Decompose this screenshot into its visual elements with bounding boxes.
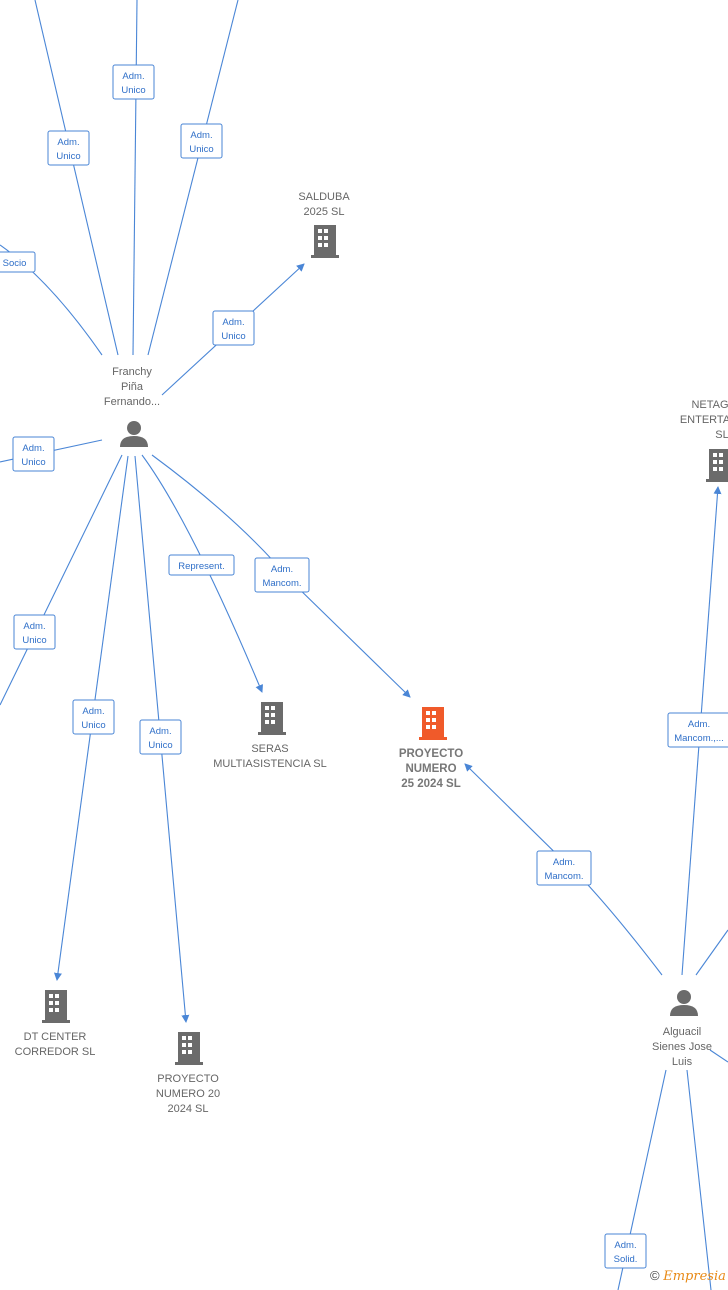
svg-text:Alguacil: Alguacil [663,1026,702,1038]
edge-right-low [709,1049,728,1063]
edge-labels: Adm. Unico Adm. Unico Adm. Unico Socio A… [0,64,728,1269]
svg-text:Unico: Unico [22,635,46,646]
company-node-proyecto25[interactable]: PROYECTO NUMERO 25 2024 SL [399,707,463,790]
svg-text:Adm.: Adm. [271,564,293,575]
brand-initial: E [663,1269,673,1284]
person-node-franchy[interactable]: Franchy Piña Fernando... [104,366,160,447]
svg-text:Adm.: Adm. [23,621,45,632]
svg-text:Adm.: Adm. [614,1240,636,1251]
edge-top-center [132,0,138,356]
svg-text:Adm.: Adm. [149,726,171,737]
svg-text:Unico: Unico [189,144,213,155]
person-node-alguacil[interactable]: Alguacil Sienes Jose Luis [652,990,712,1068]
svg-text:SERAS: SERAS [251,743,288,755]
svg-text:PROYECTO: PROYECTO [399,748,463,760]
building-icon [42,990,70,1023]
edge-label[interactable]: Socio [0,251,36,273]
edge-to-proyecto25-alguacil [464,763,663,976]
edge-bottom-right [686,1069,712,1290]
building-icon [175,1032,203,1065]
svg-text:SL: SL [715,429,728,441]
svg-text:Luis: Luis [672,1056,693,1068]
svg-text:Adm.: Adm. [57,137,79,148]
building-icon [419,707,447,740]
edge-label[interactable]: Adm. Mancom. [254,557,310,593]
svg-text:Solid.: Solid. [614,1254,638,1265]
edge-right-out [695,929,728,976]
svg-text:NUMERO 20: NUMERO 20 [156,1088,220,1100]
edge-to-seras [141,454,263,693]
edge-label[interactable]: Adm. Unico [72,699,115,735]
svg-text:Adm.: Adm. [22,443,44,454]
building-icon [258,702,286,735]
svg-text:Adm.: Adm. [190,130,212,141]
svg-text:NUMERO: NUMERO [405,763,456,775]
svg-text:Adm.: Adm. [553,857,575,868]
brand-name: mpresia [672,1269,726,1284]
svg-text:2024 SL: 2024 SL [168,1103,209,1115]
edge-label[interactable]: Adm. Unico [13,614,56,650]
svg-text:Piña: Piña [121,381,144,393]
company-node-seras[interactable]: SERAS MULTIASISTENCIA SL [213,702,327,770]
svg-text:Sienes Jose: Sienes Jose [652,1041,712,1053]
svg-text:Unico: Unico [21,457,45,468]
svg-text:Unico: Unico [56,151,80,162]
copyright-symbol: © [650,1268,660,1283]
person-icon [120,421,148,447]
edge-label[interactable]: Adm. Unico [112,64,155,100]
svg-text:Represent.: Represent. [178,561,224,572]
edge-label[interactable]: Represent. [168,554,235,576]
svg-text:NETAG: NETAG [691,399,728,411]
svg-text:Franchy: Franchy [112,366,152,378]
company-node-dtcenter[interactable]: DT CENTER CORREDOR SL [15,990,96,1058]
svg-text:Unico: Unico [221,331,245,342]
person-icon [670,990,698,1016]
edge-label[interactable]: Adm. Unico [47,130,90,166]
svg-text:PROYECTO: PROYECTO [157,1073,219,1085]
svg-text:Adm.: Adm. [82,706,104,717]
company-node-proyecto20[interactable]: PROYECTO NUMERO 20 2024 SL [156,1032,220,1115]
svg-text:SALDUBA: SALDUBA [298,191,350,203]
svg-text:Socio: Socio [3,258,27,269]
brand-watermark: © Empresia [650,1268,726,1284]
svg-text:2025 SL: 2025 SL [304,206,345,218]
edge-top-left [34,0,119,356]
svg-text:Fernando...: Fernando... [104,396,160,408]
edge-label[interactable]: Adm. Unico [12,436,55,472]
svg-text:CORREDOR SL: CORREDOR SL [15,1046,96,1058]
svg-text:Mancom.: Mancom. [262,578,301,589]
company-node-netag[interactable]: NETAG ENTERTA SL [680,399,728,482]
svg-text:Mancom.,...: Mancom.,... [674,733,724,744]
svg-text:Adm.: Adm. [122,71,144,82]
edge-label[interactable]: Adm. Solid. [604,1233,647,1269]
svg-text:Unico: Unico [148,740,172,751]
edge-label[interactable]: Adm. Unico [139,719,182,755]
edge-label[interactable]: Adm. Mancom. [536,850,592,886]
svg-text:25 2024 SL: 25 2024 SL [401,778,460,790]
svg-text:Adm.: Adm. [688,719,710,730]
svg-text:Adm.: Adm. [222,317,244,328]
edge-label[interactable]: Adm. Unico [180,123,223,159]
edge-label[interactable]: Adm. Unico [212,310,255,346]
nodes: Franchy Piña Fernando... Alguacil Sienes… [15,191,728,1115]
edge-top-right [147,0,239,356]
edge-label[interactable]: Adm. Mancom.,... [667,712,728,748]
building-icon [311,225,339,258]
svg-text:Mancom.: Mancom. [544,871,583,882]
svg-text:ENTERTA: ENTERTA [680,414,728,426]
company-node-salduba[interactable]: SALDUBA 2025 SL [298,191,350,258]
svg-text:DT CENTER: DT CENTER [24,1031,87,1043]
edge-left-lower [0,454,123,706]
svg-text:Unico: Unico [81,720,105,731]
building-icon [706,449,728,482]
svg-text:MULTIASISTENCIA SL: MULTIASISTENCIA SL [213,758,327,770]
svg-text:Unico: Unico [121,85,145,96]
